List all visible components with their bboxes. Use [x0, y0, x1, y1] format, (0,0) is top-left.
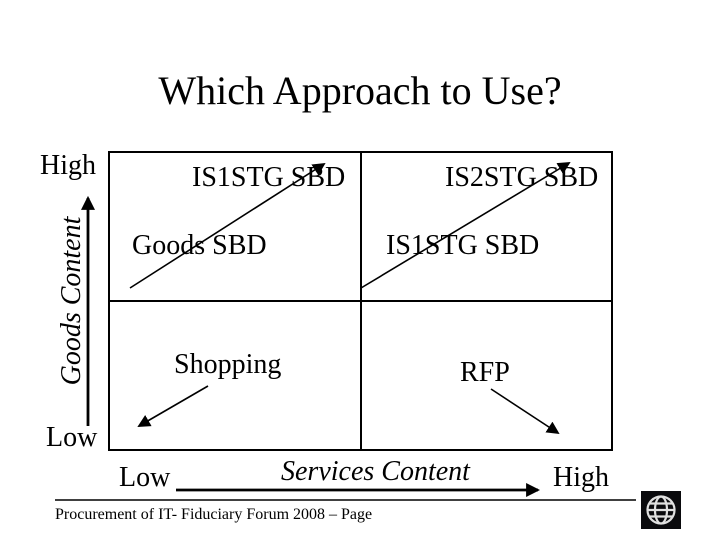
- quadrant-grid: [108, 151, 613, 451]
- grid-horizontal-divider: [110, 300, 611, 302]
- slide-title: Which Approach to Use?: [158, 68, 562, 113]
- y-axis-low-label: Low: [46, 422, 98, 453]
- y-axis-title: Goods Content: [56, 216, 87, 386]
- quadrant-bottom-right-label: RFP: [460, 357, 510, 388]
- x-axis-low-label: Low: [119, 462, 171, 493]
- quadrant-top-right-upper-label: IS2STG SBD: [445, 162, 599, 193]
- globe-icon: [641, 491, 681, 529]
- y-axis-high-label: High: [40, 150, 96, 181]
- x-axis-high-label: High: [553, 462, 609, 493]
- quadrant-top-left-lower-label: Goods SBD: [132, 230, 267, 261]
- x-axis-title: Services Content: [281, 456, 470, 487]
- footer-text: Procurement of IT- Fiduciary Forum 2008 …: [55, 506, 373, 523]
- quadrant-top-right-lower-label: IS1STG SBD: [386, 230, 540, 261]
- quadrant-top-left-upper-label: IS1STG SBD: [192, 162, 346, 193]
- quadrant-bottom-left-label: Shopping: [174, 349, 282, 380]
